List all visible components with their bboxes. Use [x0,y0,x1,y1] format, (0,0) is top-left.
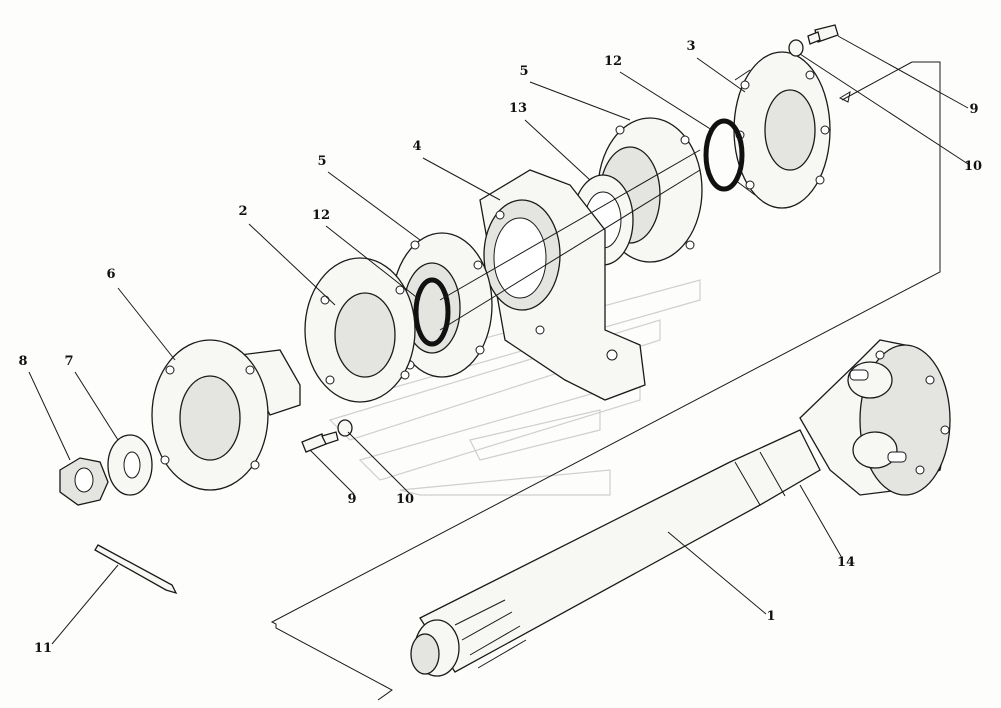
callout-label-c3: 3 [686,39,695,54]
callout-label-c7: 7 [64,354,73,369]
callout-label-c13: 13 [509,101,527,116]
callout-label-c12b: 12 [312,208,330,223]
callout-label-c10a: 10 [964,159,982,174]
seal-ring-part-12-left [413,277,451,347]
universal-joint-part-14 [799,339,951,496]
bolt-part-9-lower [301,431,339,453]
castle-nut-part-8 [59,457,109,506]
callout-label-c5b: 5 [317,154,326,169]
callout-label-c2: 2 [238,204,247,219]
washer-part-10-upper [788,39,804,57]
splined-flange-part-6 [151,339,301,491]
assembly-boundary [270,61,941,701]
flange-cover-part-3 [733,51,831,209]
callout-label-c4: 4 [412,139,421,154]
flange-housing-part-2 [304,257,416,403]
leader-lines [28,35,969,645]
callout-label-c12a: 12 [604,54,622,69]
callout-label-c14: 14 [837,555,855,570]
callout-label-c8: 8 [18,354,27,369]
callout-label-c9a: 9 [969,102,978,117]
callout-label-c9b: 9 [347,492,356,507]
cotter-pin-part-11 [94,544,178,595]
callout-label-c1: 1 [766,609,775,624]
bearing-housing-part-4 [479,169,646,401]
seal-ring-part-12-right [703,118,745,192]
washer-part-7 [107,434,153,496]
shaft-part-1 [410,429,821,677]
callout-label-c5a: 5 [519,64,528,79]
callout-label-c10b: 10 [396,492,414,507]
callout-label-c6: 6 [106,267,115,282]
bolt-part-9-upper [807,24,839,45]
callout-label-c11: 11 [34,641,52,656]
